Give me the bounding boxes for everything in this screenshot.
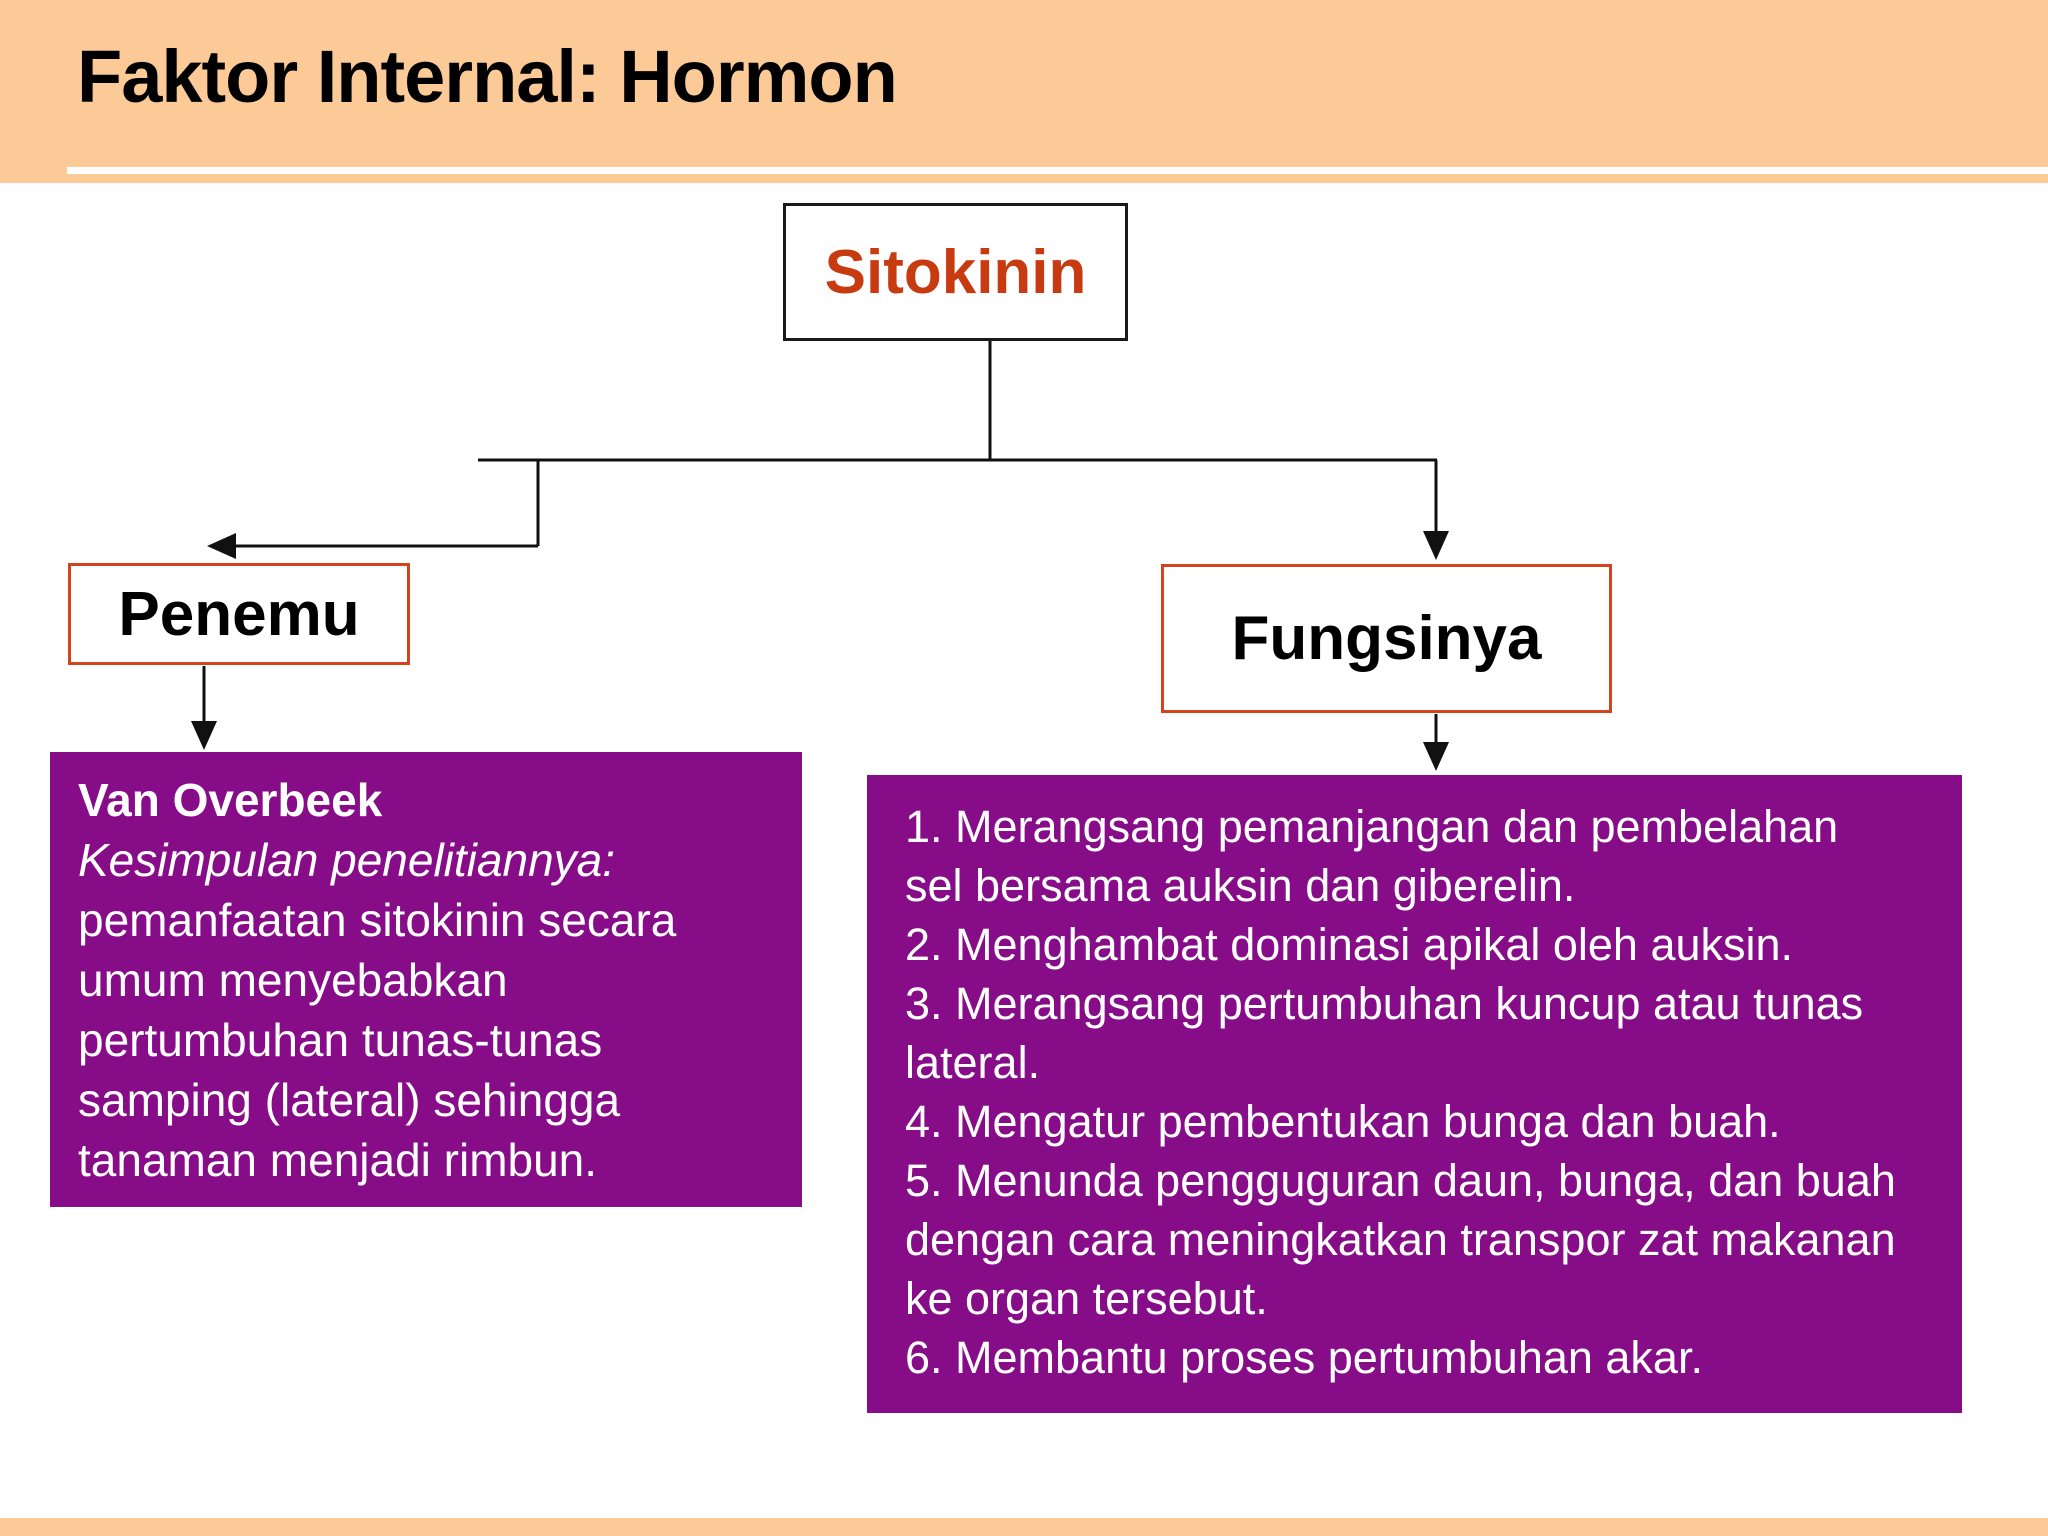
header-underline	[67, 167, 2048, 174]
node-sitokinin: Sitokinin	[783, 203, 1128, 341]
discoverer-conclusion-label: Kesimpulan penelitiannya:	[78, 834, 616, 886]
node-penemu-label: Penemu	[118, 579, 360, 649]
node-penemu: Penemu	[68, 563, 410, 665]
function-item: 2. Menghambat dominasi apikal oleh auksi…	[905, 919, 1794, 970]
discoverer-detail-box: Van Overbeek Kesimpulan penelitiannya: p…	[50, 752, 802, 1207]
arrowhead-to-van-overbeek-box	[191, 721, 217, 750]
page-title: Faktor Internal: Hormon	[77, 35, 898, 118]
function-item: 1. Merangsang pemanjangan dan pembelahan…	[905, 801, 1839, 911]
function-item: 3. Merangsang pertumbuhan kuncup atau tu…	[905, 978, 1864, 1088]
functions-detail-box: 1. Merangsang pemanjangan dan pembelahan…	[867, 775, 1962, 1413]
function-item: 6. Membantu proses pertumbuhan akar.	[905, 1332, 1703, 1383]
footer-bar	[0, 1518, 2048, 1536]
discoverer-conclusion-text: pemanfaatan sitokinin secara umum menyeb…	[78, 894, 677, 1186]
discoverer-name: Van Overbeek	[78, 774, 383, 826]
header-bar: Faktor Internal: Hormon	[0, 0, 2048, 183]
arrowhead-to-penemu	[207, 533, 236, 559]
node-fungsinya-label: Fungsinya	[1231, 604, 1542, 673]
arrowhead-to-fungsinya	[1423, 531, 1449, 560]
function-item: 4. Mengatur pembentukan bunga dan buah.	[905, 1096, 1781, 1147]
function-item: 5. Menunda pengguguran daun, bunga, dan …	[905, 1155, 1896, 1324]
arrowhead-to-functions-box	[1423, 742, 1449, 771]
node-fungsinya: Fungsinya	[1161, 564, 1612, 713]
node-sitokinin-label: Sitokinin	[824, 237, 1087, 307]
